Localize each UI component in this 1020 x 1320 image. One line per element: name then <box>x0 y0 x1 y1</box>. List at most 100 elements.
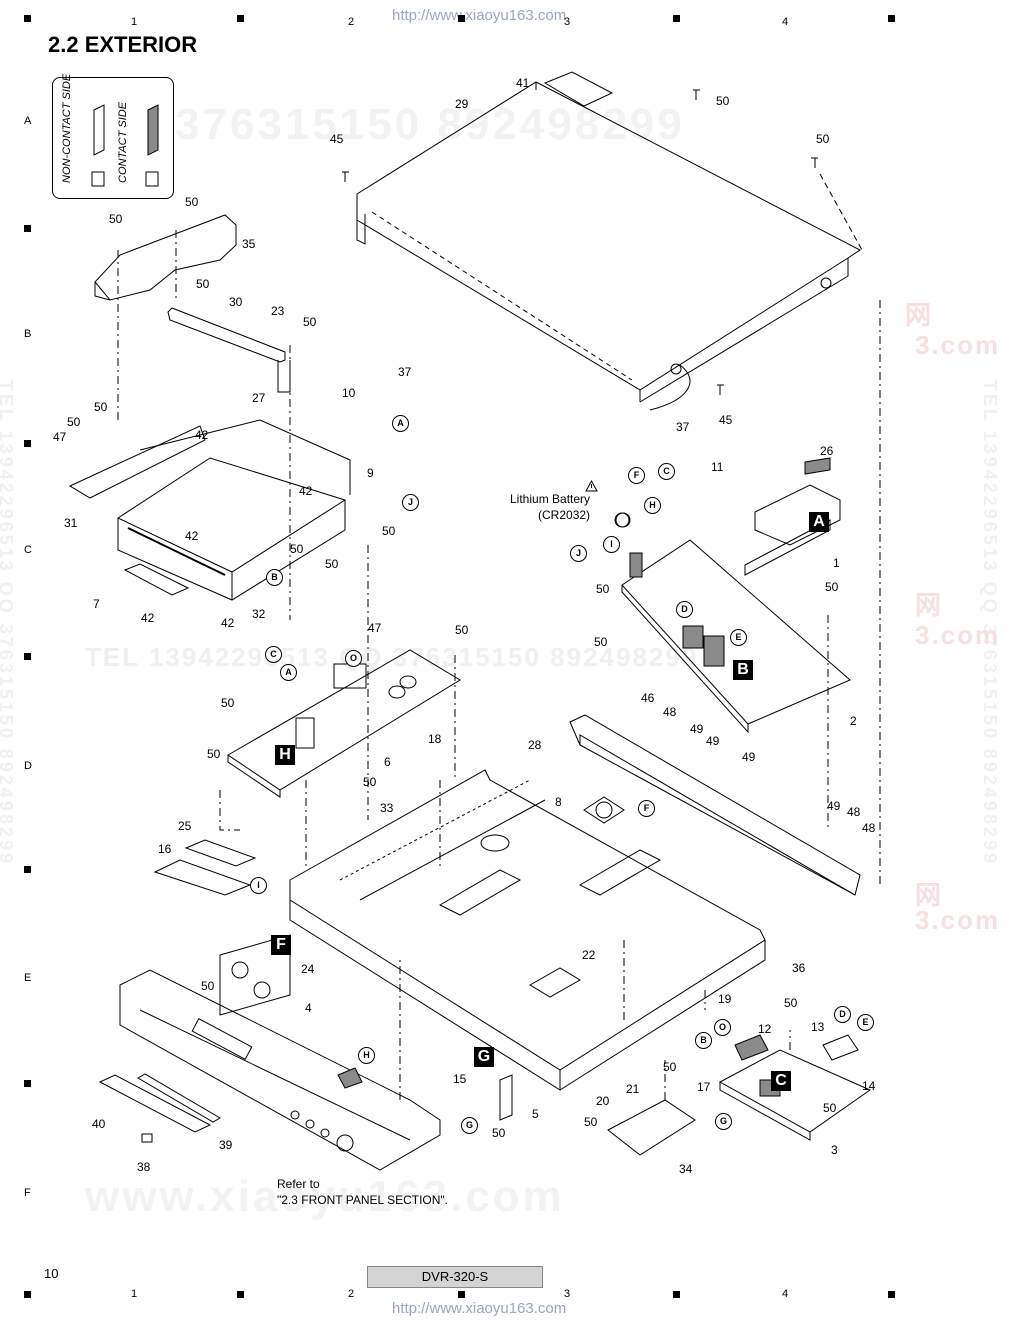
marker-b: B <box>266 569 283 586</box>
part-number: 50 <box>492 1126 506 1140</box>
part-number: 3 <box>831 1143 838 1157</box>
part-number: 50 <box>201 979 215 993</box>
part-number: 42 <box>185 529 199 543</box>
row-a: A <box>24 115 32 127</box>
page-title: 2.2 EXTERIOR <box>48 32 198 57</box>
part-number: 30 <box>229 295 243 309</box>
part-number: 50 <box>596 582 610 596</box>
marker-c: C <box>658 463 675 480</box>
row-b: B <box>24 328 32 340</box>
part-number: 9 <box>367 466 374 480</box>
marker-h: H <box>644 497 661 514</box>
part-number: 39 <box>219 1138 233 1152</box>
col-4-bottom: 4 <box>782 1288 789 1300</box>
board-label-h: H <box>275 745 295 765</box>
row-f: F <box>24 1187 31 1199</box>
part-number: 34 <box>679 1162 693 1176</box>
part-number: 26 <box>820 444 834 458</box>
part-number: 27 <box>252 391 266 405</box>
part-number: 45 <box>719 413 733 427</box>
part-number: 50 <box>290 542 304 556</box>
part-number: 36 <box>792 961 806 975</box>
part-number: 42 <box>299 484 313 498</box>
part-number: 50 <box>67 415 81 429</box>
part-number: 46 <box>641 691 655 705</box>
row-d: D <box>24 760 32 772</box>
part-number: 7 <box>93 597 100 611</box>
part-number: 47 <box>368 621 382 635</box>
marker-e: E <box>730 629 747 646</box>
marker-e: E <box>857 1014 874 1031</box>
part-number: 14 <box>862 1079 876 1093</box>
col-3-bottom: 3 <box>564 1288 571 1300</box>
reg-mark <box>24 866 31 873</box>
part-number: 49 <box>706 734 720 748</box>
watermark-cn: 网 <box>905 300 934 330</box>
part-number: 37 <box>676 420 690 434</box>
part-number: 50 <box>455 623 469 637</box>
part-number: 19 <box>718 992 732 1006</box>
part-number: 22 <box>582 948 596 962</box>
part-number: 50 <box>823 1101 837 1115</box>
marker-d: D <box>834 1006 851 1023</box>
board-label-c: C <box>771 1071 791 1091</box>
part-number: 13 <box>811 1020 825 1034</box>
part-number: 5 <box>532 1107 539 1121</box>
marker-g: G <box>715 1113 732 1130</box>
part-number: 49 <box>742 750 756 764</box>
watermark-dotcom: 3.com <box>915 905 1001 935</box>
watermark-url-big: www.xiaoyu163.com <box>85 1172 565 1221</box>
part-number: 20 <box>596 1094 610 1108</box>
part-number: 50 <box>363 775 377 789</box>
part-number: 37 <box>398 365 412 379</box>
part-number: 48 <box>663 705 677 719</box>
marker-j: J <box>570 545 587 562</box>
reg-mark <box>237 1291 244 1298</box>
marker-f: F <box>638 800 655 817</box>
reg-mark <box>24 15 31 22</box>
part-number: 50 <box>825 580 839 594</box>
marker-b: B <box>695 1032 712 1049</box>
part-number: 42 <box>221 616 235 630</box>
reg-mark <box>888 1291 895 1298</box>
part-number: 50 <box>325 557 339 571</box>
part-number: 4 <box>305 1001 312 1015</box>
board-label-f: F <box>271 935 291 955</box>
reg-mark <box>24 653 31 660</box>
part-number: 49 <box>690 722 704 736</box>
part-number: 50 <box>663 1060 677 1074</box>
legend-box: NON-CONTACT SIDE CONTACT SIDE <box>52 74 174 199</box>
part-number: 48 <box>862 821 876 835</box>
reg-mark <box>888 15 895 22</box>
part-number: 2 <box>850 714 857 728</box>
reg-mark <box>24 1291 31 1298</box>
part-number: 50 <box>109 212 123 226</box>
part-number: 50 <box>185 195 199 209</box>
part-number: 16 <box>158 842 172 856</box>
reg-mark <box>673 15 680 22</box>
model-label: DVR-320-S <box>367 1266 543 1288</box>
board-label-g: G <box>474 1047 494 1067</box>
part-number: 50 <box>784 996 798 1010</box>
part-number: 35 <box>242 237 256 251</box>
marker-j: J <box>402 494 419 511</box>
marker-i: I <box>250 877 267 894</box>
part-number: 50 <box>303 315 317 329</box>
part-number: 1 <box>833 556 840 570</box>
part-number: 28 <box>528 738 542 752</box>
part-number: 31 <box>64 516 78 530</box>
part-number: 18 <box>428 732 442 746</box>
part-number: 41 <box>516 76 530 90</box>
col-1-bottom: 1 <box>131 1288 138 1300</box>
part-number: 11 <box>711 460 724 474</box>
part-number: 50 <box>382 524 396 538</box>
part-number: 50 <box>584 1115 598 1129</box>
part-number: 23 <box>271 304 285 318</box>
watermark-tel: TEL 13942296513 QQ 376315150 892498299 <box>85 642 699 672</box>
marker-d: D <box>676 601 693 618</box>
reg-mark <box>458 1291 465 1298</box>
part-number: 29 <box>455 97 469 111</box>
watermark-cn: 网 <box>915 590 944 620</box>
warning-icon <box>585 480 598 492</box>
